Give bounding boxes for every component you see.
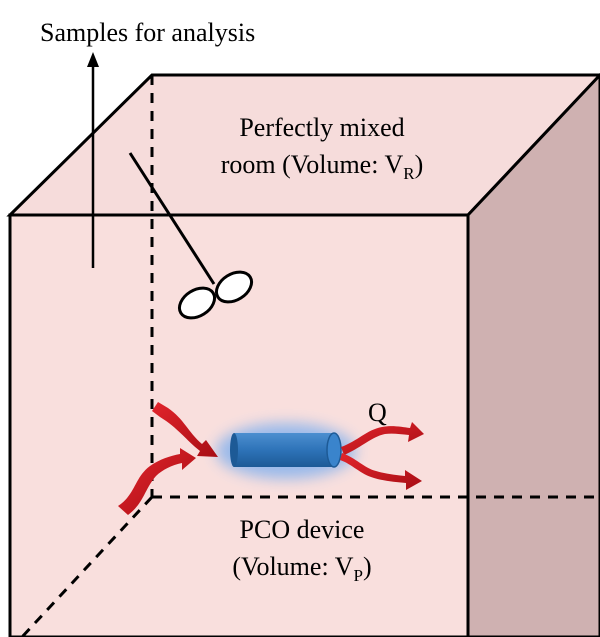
device-volume-close: ) xyxy=(363,552,372,581)
hidden-edge-diagonal xyxy=(20,495,154,637)
inlet-arrow-lower xyxy=(118,448,196,515)
samples-label: Samples for analysis xyxy=(40,18,255,47)
room-volume-subscript: R xyxy=(403,164,415,183)
mixer-blade-right xyxy=(214,270,254,304)
outlet-arrow-lower xyxy=(340,453,422,490)
device-right-cap xyxy=(326,432,342,468)
room-volume-text: room (Volume: V xyxy=(221,150,404,179)
device-volume-subscript: P xyxy=(353,566,362,585)
room-front-face xyxy=(8,213,470,637)
device-label-line1: PCO device xyxy=(240,515,365,544)
room-label-line1: Perfectly mixed xyxy=(239,113,404,142)
device-body xyxy=(234,433,334,467)
room-volume-close: ) xyxy=(415,150,424,179)
sampling-arrowhead-icon xyxy=(87,52,99,67)
device-left-cap xyxy=(230,433,238,467)
device-label-line2: (Volume: VP) xyxy=(232,552,371,585)
mixer-shaft xyxy=(128,152,216,285)
mixer-blade-left xyxy=(177,286,217,320)
device-volume-text: (Volume: V xyxy=(232,552,353,581)
inlet-arrow-upper xyxy=(152,402,218,457)
outlet-arrow-upper xyxy=(341,422,424,455)
flow-rate-label: Q xyxy=(368,398,387,427)
room-label-line2: room (Volume: VR) xyxy=(221,150,424,183)
